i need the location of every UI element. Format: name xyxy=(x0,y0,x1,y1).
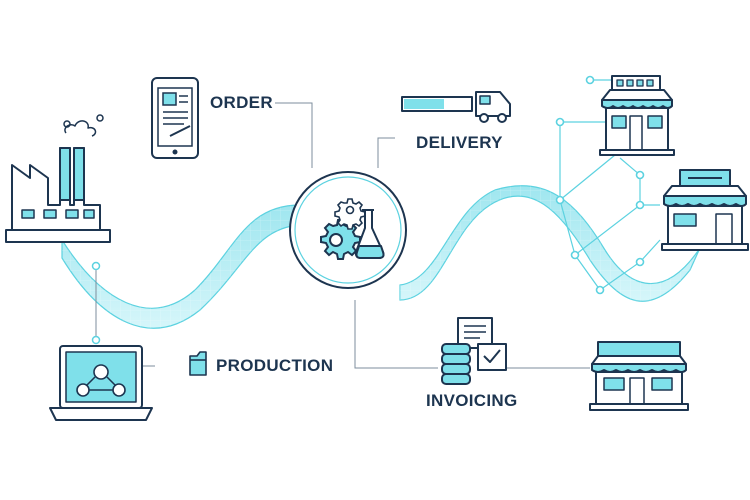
store-icon xyxy=(599,75,675,156)
store-icon xyxy=(661,169,749,251)
truck-icon xyxy=(401,91,511,123)
label-invoicing: INVOICING xyxy=(426,391,518,410)
gears-flask-icon xyxy=(289,171,407,289)
label-order: ORDER xyxy=(210,93,273,112)
connector-dots xyxy=(91,261,101,345)
label-production: PRODUCTION xyxy=(216,356,334,375)
tablet-order-icon xyxy=(151,77,199,159)
store-icon xyxy=(589,341,689,411)
factory-icon xyxy=(5,114,111,243)
invoice-icon xyxy=(441,317,507,385)
store-network-dots xyxy=(555,75,645,295)
label-delivery: DELIVERY xyxy=(416,133,503,152)
folder-icon xyxy=(189,351,207,376)
laptop-network-icon xyxy=(49,345,153,421)
